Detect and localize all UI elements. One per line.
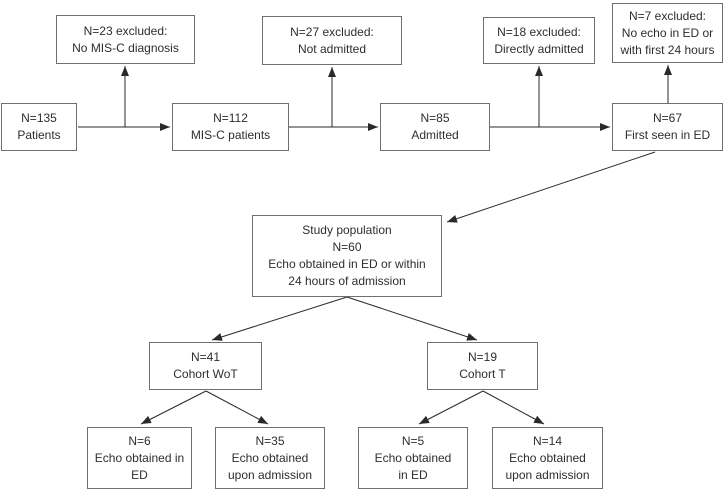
box-t-echo-admission-line1: N=14	[532, 433, 563, 448]
arrow-study-to-cohort-t	[346, 296, 478, 341]
box-excluded-not-admitted: N=27 excluded: Not admitted	[262, 16, 402, 65]
arrow-study-to-cohort-wot	[211, 296, 348, 341]
box-t-echo-admission-line3: upon admission	[505, 467, 590, 482]
box-wot-echo-admission: N=35 Echo obtained upon admission	[215, 427, 325, 489]
box-misc-patients: N=112 MIS-C patients	[172, 103, 289, 151]
box-excluded-directly-admitted: N=18 excluded: Directly admitted	[483, 17, 595, 64]
box-study-population-line1: Study population	[302, 223, 392, 237]
box-cohort-t-line1: N=19	[467, 350, 498, 364]
box-study-population: Study population N=60 Echo obtained in E…	[252, 215, 442, 297]
box-excluded-directly-admitted-line1: N=18 excluded:	[497, 24, 581, 39]
arrow-firstseen-to-study	[446, 151, 656, 223]
box-t-echo-ed-line2: Echo obtained	[374, 450, 452, 465]
box-first-seen-ed: N=67 First seen in ED	[612, 103, 723, 151]
box-cohort-wot: N=41 Cohort WoT	[149, 342, 262, 390]
box-excluded-not-admitted-line2: Not admitted	[297, 41, 367, 56]
box-excluded-no-echo: N=7 excluded: No echo in ED or with firs…	[612, 3, 723, 63]
box-excluded-no-misc-line2: No MIS-C diagnosis	[72, 40, 179, 55]
box-cohort-wot-line2: Cohort WoT	[173, 367, 238, 381]
arrow-wot-to-echo-admission	[205, 390, 269, 425]
box-t-echo-admission-line2: Echo obtained	[509, 450, 586, 465]
box-misc-patients-line1: N=112	[213, 111, 248, 125]
arrow-t-to-echo-ed	[418, 390, 484, 425]
box-excluded-no-echo-line3: with first 24 hours	[620, 42, 715, 57]
box-excluded-no-echo-line2: No echo in ED or	[621, 25, 714, 40]
box-first-seen-ed-line2: First seen in ED	[624, 128, 711, 142]
box-patients-line1: N=135	[21, 111, 57, 125]
box-admitted-line1: N=85	[420, 111, 450, 125]
box-excluded-no-misc-line1: N=23 excluded:	[83, 23, 168, 38]
box-first-seen-ed-line1: N=67	[652, 111, 683, 125]
box-wot-echo-ed: N=6 Echo obtained in ED	[87, 427, 192, 489]
box-wot-echo-ed-line3: ED	[131, 467, 148, 482]
box-wot-echo-admission-line3: upon admission	[227, 467, 313, 482]
box-admitted: N=85 Admitted	[380, 103, 490, 151]
box-cohort-t-line2: Cohort T	[459, 367, 506, 381]
box-excluded-no-echo-line1: N=7 excluded:	[628, 8, 707, 23]
box-admitted-line2: Admitted	[411, 128, 459, 142]
box-t-echo-admission: N=14 Echo obtained upon admission	[492, 427, 603, 489]
box-cohort-t: N=19 Cohort T	[427, 342, 538, 390]
box-misc-patients-line2: MIS-C patients	[190, 128, 271, 142]
box-excluded-not-admitted-line1: N=27 excluded:	[290, 24, 374, 39]
box-patients: N=135 Patients	[1, 103, 77, 151]
box-excluded-directly-admitted-line2: Directly admitted	[494, 41, 584, 56]
box-cohort-wot-line1: N=41	[190, 350, 221, 364]
box-excluded-no-misc: N=23 excluded: No MIS-C diagnosis	[56, 15, 195, 64]
arrow-t-to-echo-admission	[482, 390, 545, 425]
box-wot-echo-ed-line1: N=6	[128, 433, 151, 448]
box-study-population-line2: N=60	[332, 240, 362, 254]
box-study-population-line4: 24 hours of admission	[288, 274, 406, 288]
box-wot-echo-admission-line1: N=35	[255, 433, 285, 448]
box-wot-echo-ed-line2: Echo obtained in	[94, 450, 185, 465]
box-t-echo-ed-line1: N=5	[401, 433, 425, 448]
box-study-population-line3: Echo obtained in ED or within	[268, 257, 426, 271]
box-patients-line2: Patients	[17, 128, 61, 142]
box-t-echo-ed: N=5 Echo obtained in ED	[358, 427, 468, 489]
box-t-echo-ed-line3: in ED	[398, 467, 428, 482]
box-wot-echo-admission-line2: Echo obtained	[231, 450, 309, 465]
arrow-wot-to-echo-ed	[140, 390, 207, 425]
